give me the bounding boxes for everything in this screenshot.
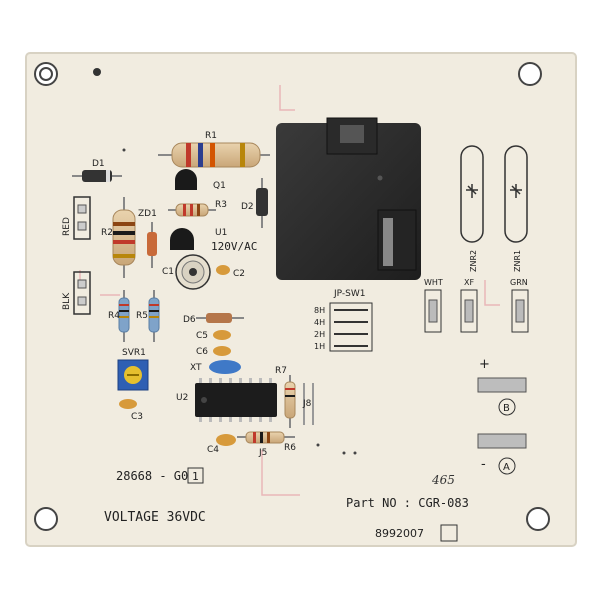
label-zd1: ZD1 — [138, 209, 157, 219]
board-number: 28668 - G0 — [116, 469, 188, 483]
circuit-board — [25, 52, 577, 547]
connector-blk — [73, 271, 91, 315]
part-number: Part NO : CGR-083 — [346, 496, 469, 510]
label-120vac: 120V/AC — [211, 240, 257, 253]
label-2h: 2H — [314, 330, 325, 339]
label-r2: R2 — [101, 228, 113, 238]
capacitor-c1 — [175, 254, 211, 290]
label-8h: 8H — [314, 306, 325, 315]
label-grn: GRN — [510, 278, 528, 287]
label-r6: R6 — [284, 443, 296, 453]
terminal-b — [477, 377, 527, 416]
label-c2: C2 — [233, 269, 245, 279]
label-terminal-b: B — [503, 403, 510, 414]
capacitor-c6 — [213, 346, 231, 356]
label-r1: R1 — [205, 131, 217, 141]
regulator-u1 — [170, 228, 194, 250]
label-r7: R7 — [275, 366, 287, 376]
serial-number: 8992007 — [375, 527, 424, 540]
jumper-j8 — [303, 383, 314, 425]
handwritten-number: 465 — [431, 473, 455, 487]
zener-zd1 — [147, 222, 157, 268]
mounting-holes — [34, 62, 550, 531]
terminal-wht — [424, 289, 442, 333]
diode-d6 — [196, 313, 244, 323]
board-number-box-value: 1 — [192, 470, 199, 483]
label-d6: D6 — [183, 315, 196, 325]
crystal-xt — [209, 360, 241, 374]
label-c1: C1 — [162, 267, 174, 277]
label-red: RED — [62, 217, 72, 236]
label-j8: J8 — [302, 399, 312, 409]
label-c3: C3 — [131, 412, 143, 422]
label-znr2: ZNR2 — [469, 250, 478, 272]
capacitor-c4 — [216, 434, 236, 446]
label-minus: - — [481, 457, 486, 472]
label-r3: R3 — [215, 200, 227, 210]
label-svr1: SVR1 — [122, 348, 146, 358]
connector-red — [73, 196, 91, 240]
capacitor-c2 — [216, 265, 230, 275]
label-c5: C5 — [196, 331, 208, 341]
varistor-znr2 — [460, 145, 484, 243]
label-xt: XT — [190, 363, 202, 373]
capacitor-c3 — [119, 399, 137, 409]
relay — [276, 117, 421, 280]
board-number-box — [187, 467, 204, 484]
label-plus: + — [479, 357, 490, 372]
varistor-znr1 — [504, 145, 528, 243]
label-blk: BLK — [62, 292, 72, 310]
label-4h: 4H — [314, 318, 325, 327]
label-c6: C6 — [196, 347, 208, 357]
label-j5: J5 — [258, 448, 267, 458]
label-xf: XF — [464, 278, 474, 287]
label-u1: U1 — [215, 228, 227, 238]
resistor-r2 — [112, 197, 136, 278]
voltage-text: VOLTAGE 36VDC — [104, 510, 206, 525]
terminal-grn — [511, 289, 529, 333]
label-wht: WHT — [424, 278, 443, 287]
diode-d2 — [256, 178, 268, 228]
label-u2: U2 — [176, 393, 188, 403]
resistor-r7 — [284, 375, 296, 428]
transistor-q1 — [175, 169, 197, 190]
terminal-a — [477, 433, 527, 475]
capacitor-c5 — [213, 330, 231, 340]
label-r4: R4 — [108, 311, 120, 321]
board-dots — [122, 148, 357, 455]
serial-box — [440, 524, 458, 542]
resistor-r1 — [158, 142, 270, 168]
diode-d1 — [72, 170, 122, 182]
trimmer-svr1 — [117, 359, 149, 391]
label-c4: C4 — [207, 445, 219, 455]
label-d1: D1 — [92, 159, 105, 169]
dip-switch-jp-sw1 — [329, 302, 373, 352]
resistor-r4 — [118, 290, 130, 342]
label-r5: R5 — [136, 311, 148, 321]
ic-u2 — [195, 378, 277, 422]
label-terminal-a: A — [503, 462, 510, 473]
terminal-xf — [460, 289, 478, 333]
resistor-r5 — [148, 290, 160, 342]
label-q1: Q1 — [213, 181, 226, 191]
label-jp-sw1: JP-SW1 — [333, 289, 365, 299]
label-1h: 1H — [314, 342, 325, 351]
label-d2: D2 — [241, 202, 254, 212]
resistor-r3 — [168, 203, 216, 217]
label-znr1: ZNR1 — [513, 250, 522, 272]
resistor-r6 — [237, 431, 295, 444]
